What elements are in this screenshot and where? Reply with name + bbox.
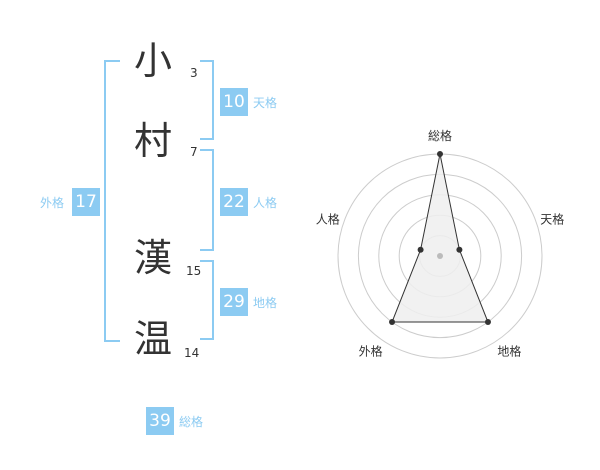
radar-axis-label: 人格 [316, 212, 340, 227]
soukaku-label: 総格 [179, 415, 204, 429]
radar-point [417, 246, 424, 253]
radar-polygon [391, 153, 489, 323]
chikaku-label: 地格 [253, 296, 278, 310]
gaikaku-label: 外格 [40, 196, 65, 210]
radar-axis-label: 地格 [497, 343, 521, 358]
stroke-count-3: 15 [186, 264, 202, 278]
radar-axis-label: 総格 [428, 128, 452, 143]
tenkaku-bracket [200, 60, 214, 140]
radar-point [484, 319, 491, 326]
gaikaku-bracket [104, 60, 120, 342]
radar-axis-label: 外格 [359, 343, 383, 358]
stroke-count-4: 14 [184, 346, 200, 360]
tenkaku-label: 天格 [253, 96, 278, 110]
radar-point [437, 151, 443, 157]
chikaku-bracket [200, 260, 214, 340]
radar-axis-label: 天格 [540, 212, 564, 227]
name-char-4: 温 [133, 317, 172, 361]
radar-point [456, 246, 463, 253]
stroke-count-2: 7 [190, 145, 198, 159]
stroke-count-1: 3 [190, 66, 198, 80]
jinkaku-label: 人格 [253, 196, 278, 210]
tenkaku-score-badge: 10 [220, 88, 248, 116]
name-char-3: 漢 [133, 236, 172, 280]
chikaku-score-badge: 29 [220, 288, 248, 316]
soukaku-score-badge: 39 [146, 407, 174, 435]
radar-point [389, 319, 396, 326]
radar-center-dot [437, 253, 443, 259]
jinkaku-score-badge: 22 [220, 188, 248, 216]
gaikaku-score-badge: 17 [72, 188, 100, 216]
name-char-1: 小 [133, 39, 172, 83]
name-char-2: 村 [133, 119, 172, 163]
jinkaku-bracket [200, 149, 214, 251]
